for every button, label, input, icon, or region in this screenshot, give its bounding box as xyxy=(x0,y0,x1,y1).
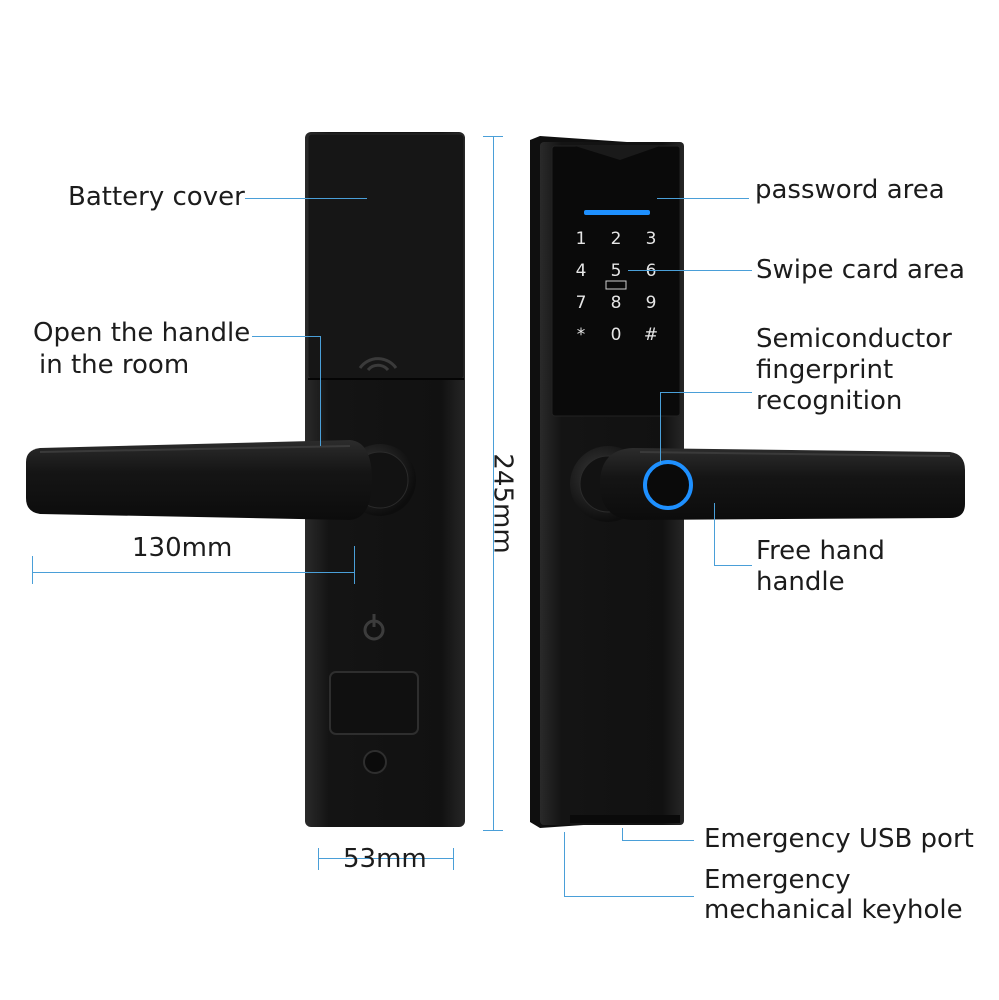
keypad-key: 1 xyxy=(576,229,587,249)
height-245-tick-bottom xyxy=(483,830,503,831)
keypad-key: 3 xyxy=(646,229,657,249)
keyhole-leader-h xyxy=(564,896,694,897)
height-245-line xyxy=(493,136,494,830)
usb-port-label: Emergency USB port xyxy=(704,824,974,854)
keyhole-label-line2: mechanical keyhole xyxy=(704,895,963,925)
swipe-card-leader xyxy=(628,270,752,271)
fingerprint-label-line3: recognition xyxy=(756,386,903,416)
keyhole-label-line1: Emergency xyxy=(704,865,851,895)
swipe-card-label: Swipe card area xyxy=(756,255,965,285)
keypad-key: 7 xyxy=(576,293,587,313)
outdoor-unit xyxy=(530,136,965,828)
keypad-key: 2 xyxy=(611,229,622,249)
height-245-tick-top xyxy=(483,136,503,137)
free-hand-leader-h xyxy=(714,565,752,566)
keypad-key: 8 xyxy=(611,293,622,313)
password-area-label: password area xyxy=(755,175,945,205)
fingerprint-label-line1: Semiconductor xyxy=(756,324,952,354)
free-hand-leader-v xyxy=(714,503,715,565)
free-hand-label-line1: Free hand xyxy=(756,536,885,566)
indoor-unit xyxy=(26,132,465,827)
keypad-key: 0 xyxy=(611,325,622,345)
open-handle-leader-h xyxy=(252,336,320,337)
keypad-key: 6 xyxy=(646,261,657,281)
width-130-tick-right xyxy=(354,546,355,584)
open-handle-leader-v xyxy=(320,336,321,446)
usb-port-leader-h xyxy=(622,840,694,841)
keypad: 1 2 3 4 5 6 7 8 9 * 0 # xyxy=(576,229,659,345)
battery-cover-label: Battery cover xyxy=(68,182,245,212)
width-130-line xyxy=(32,572,354,573)
usb-port-leader-v xyxy=(622,828,623,840)
keypad-key: * xyxy=(577,325,586,345)
keypad-key: 9 xyxy=(646,293,657,313)
open-handle-label-line2: in the room xyxy=(39,350,190,380)
width-130-label: 130mm xyxy=(132,533,233,563)
battery-cover-leader xyxy=(245,198,367,199)
fingerprint-label-line2: fingerprint xyxy=(756,355,894,385)
width-130-tick-left xyxy=(32,556,33,584)
keypad-key: 4 xyxy=(576,261,587,281)
keyhole-leader-v xyxy=(564,832,565,896)
card-reader-icon xyxy=(605,280,627,290)
width-53-tick-left xyxy=(318,848,319,870)
free-hand-label-line2: handle xyxy=(756,567,845,597)
password-area-leader xyxy=(657,198,749,199)
width-53-tick-right xyxy=(453,848,454,870)
width-53-label: 53mm xyxy=(343,844,427,874)
keypad-key: # xyxy=(644,325,658,345)
open-handle-label-line1: Open the handle xyxy=(33,318,251,348)
height-245-label: 245mm xyxy=(487,453,518,554)
keypad-key: 5 xyxy=(611,261,622,281)
fingerprint-leader-v xyxy=(660,392,661,464)
fingerprint-leader-h xyxy=(660,392,752,393)
width-53-line xyxy=(318,858,453,859)
